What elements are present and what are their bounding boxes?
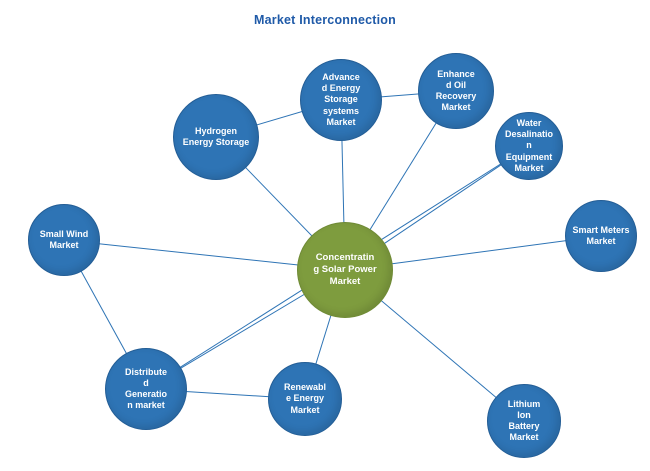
node-advanced-energy-storage: Advance d Energy Storage systems Market [300,59,382,141]
diagram-title: Market Interconnection [254,13,396,27]
node-distributed-generation: Distribute d Generatio n market [105,348,187,430]
node-smart-meters: Smart Meters Market [565,200,637,272]
node-enhanced-oil-recovery: Enhance d Oil Recovery Market [418,53,494,129]
node-lithium-ion-battery: Lithium Ion Battery Market [487,384,561,458]
node-small-wind: Small Wind Market [28,204,100,276]
node-renewable-energy: Renewabl e Energy Market [268,362,342,436]
node-hydrogen-energy-storage: Hydrogen Energy Storage [173,94,259,180]
node-water-desalination-equipment: Water Desalinatio n Equipment Market [495,112,563,180]
node-csp: Concentratin g Solar Power Market [297,222,393,318]
